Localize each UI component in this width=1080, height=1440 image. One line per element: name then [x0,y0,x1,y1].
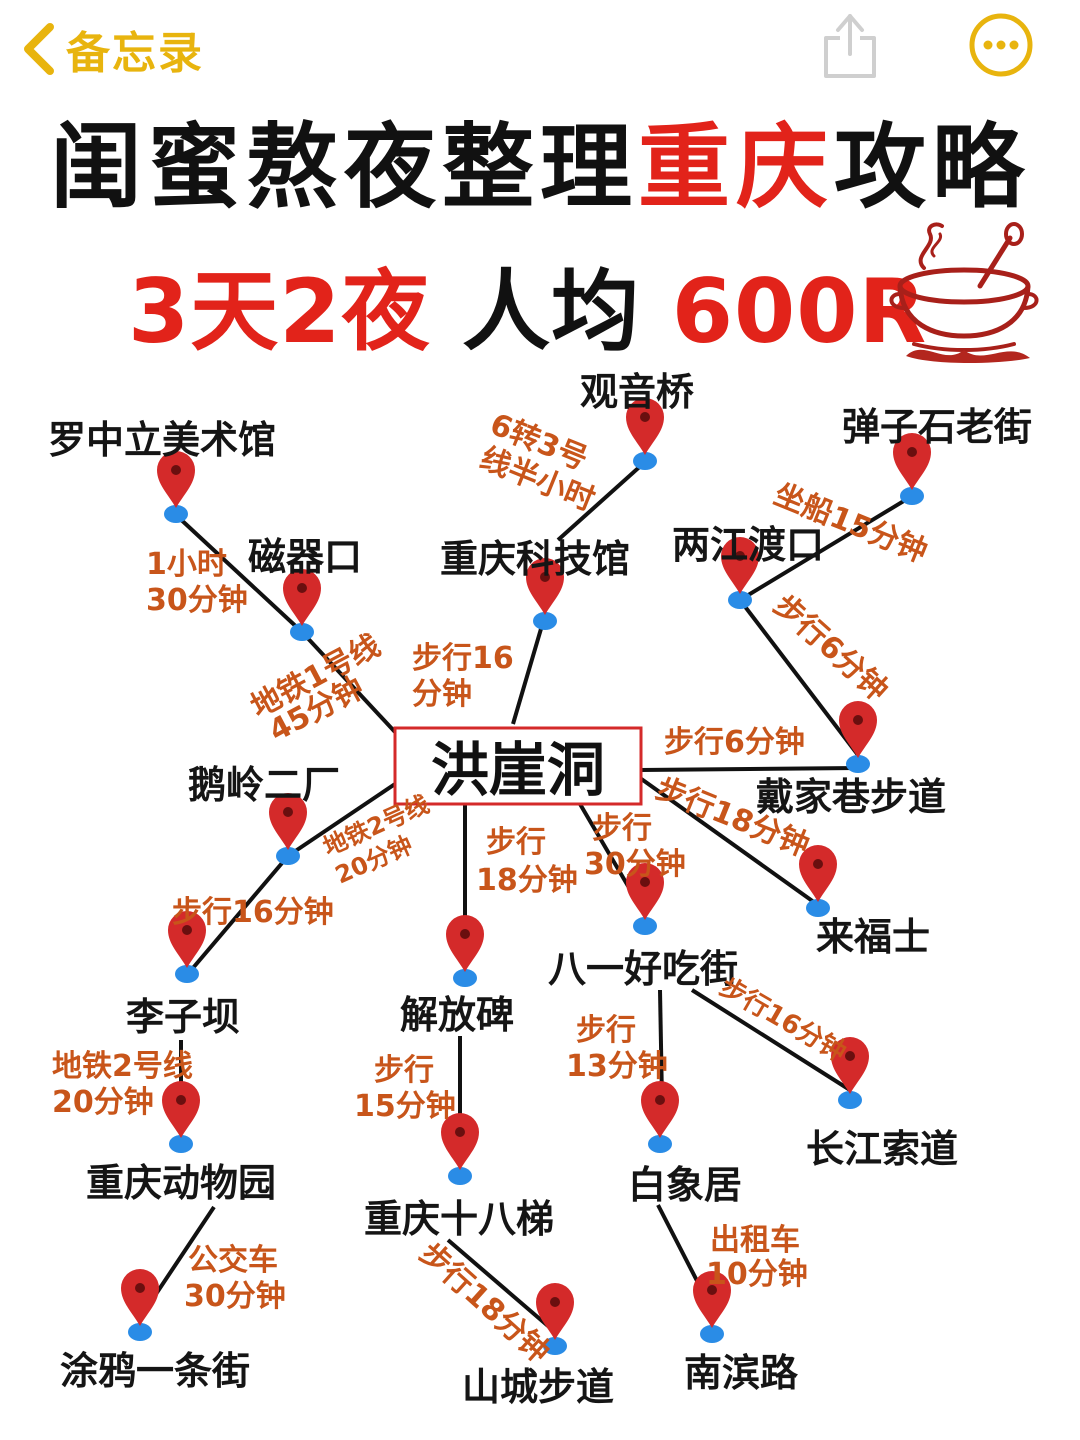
route-label: 步行 [576,1013,636,1048]
place-daijiaxiang[interactable]: 戴家巷步道 [756,775,946,819]
route-lines [138,460,914,1334]
pin-icon[interactable] [641,1081,679,1153]
route-label: 1小时 [146,547,227,582]
route-label: 步行 [592,811,652,846]
place-shibati[interactable]: 重庆十八梯 [364,1197,554,1241]
route-label: 15分钟 [354,1089,456,1124]
page-title: 闺蜜熬夜整理重庆攻略 [0,108,1080,228]
route-label: 30分钟 [584,847,686,882]
place-bayi[interactable]: 八一好吃街 [548,947,738,991]
route-label: 步行18分钟 [413,1236,557,1370]
route-label: 公交车 [188,1243,278,1278]
route-label: 地铁2号线 [52,1049,193,1084]
more-options-icon[interactable] [968,12,1034,78]
place-eling[interactable]: 鹅岭二厂 [188,763,340,807]
place-labels: 罗中立美术馆 磁器口 观音桥 重庆科技馆 弹子石老街 两江渡口 戴家巷步道 鹅岭… [48,370,1032,1409]
top-bar: 备忘录 [0,0,1080,100]
title-part2: 攻略 [834,114,1031,221]
place-luozhongli[interactable]: 罗中立美术馆 [48,418,276,462]
place-shancheng[interactable]: 山城步道 [462,1365,614,1409]
place-nanbin[interactable]: 南滨路 [684,1351,799,1395]
trip-summary: 3天2夜 人均 600R [128,262,927,362]
place-ciqikou[interactable]: 磁器口 [248,535,362,579]
route-label: 步行16分钟 [172,895,334,930]
place-laifushi[interactable]: 来福士 [816,915,930,959]
hotpot-bowl-icon [889,222,1039,363]
back-label: 备忘录 [66,28,204,79]
route-label: 步行16 [412,641,514,676]
title-highlight: 重庆 [637,114,834,221]
route-label: 步行16分钟 [715,971,852,1068]
route-label: 分钟 [412,677,472,712]
route-label: 30分钟 [184,1279,286,1314]
route-label: 步行 [374,1053,434,1088]
pin-icon[interactable] [799,845,837,917]
place-changjiang[interactable]: 长江索道 [806,1127,958,1171]
place-kejiguan[interactable]: 重庆科技馆 [440,537,630,581]
route-label: 13分钟 [566,1049,668,1084]
pin-icon[interactable] [446,915,484,987]
place-baixiangju[interactable]: 白象居 [628,1163,742,1207]
hub-label: 洪崖洞 [431,736,605,804]
route-label: 20分钟 [52,1085,154,1120]
place-tuya[interactable]: 涂鸦一条街 [60,1349,250,1393]
pin-icon[interactable] [283,569,321,641]
route-label: 出租车 [710,1223,800,1258]
route-label: 步行 [486,825,546,860]
route-label: 18分钟 [476,863,578,898]
place-liangjiang[interactable]: 两江渡口 [672,523,824,567]
pin-icon[interactable] [121,1269,159,1341]
pin-icon[interactable] [162,1081,200,1153]
share-icon[interactable] [818,8,882,80]
pin-icon[interactable] [839,701,877,773]
route-label: 步行6分钟 [664,725,805,760]
place-dongwuyuan[interactable]: 重庆动物园 [86,1161,276,1205]
route-label: 30分钟 [146,583,248,618]
place-liziba[interactable]: 李子坝 [126,995,240,1039]
per-person-label: 人均 [462,260,641,363]
place-danzishi[interactable]: 弹子石老街 [842,405,1032,449]
hub-hongyadong[interactable]: 洪崖洞 [393,726,643,806]
place-guanyinqiao[interactable]: 观音桥 [580,370,694,414]
title-part1: 闺蜜熬夜整理 [49,114,638,221]
route-label: 步行6分钟 [767,588,895,708]
back-button[interactable]: 备忘录 [18,14,204,84]
trip-budget: 600R [671,260,928,363]
chevron-left-icon [24,23,54,75]
trip-days: 3天2夜 [128,260,431,363]
place-jiefangbei[interactable]: 解放碑 [400,993,514,1037]
route-label: 10分钟 [706,1257,808,1292]
